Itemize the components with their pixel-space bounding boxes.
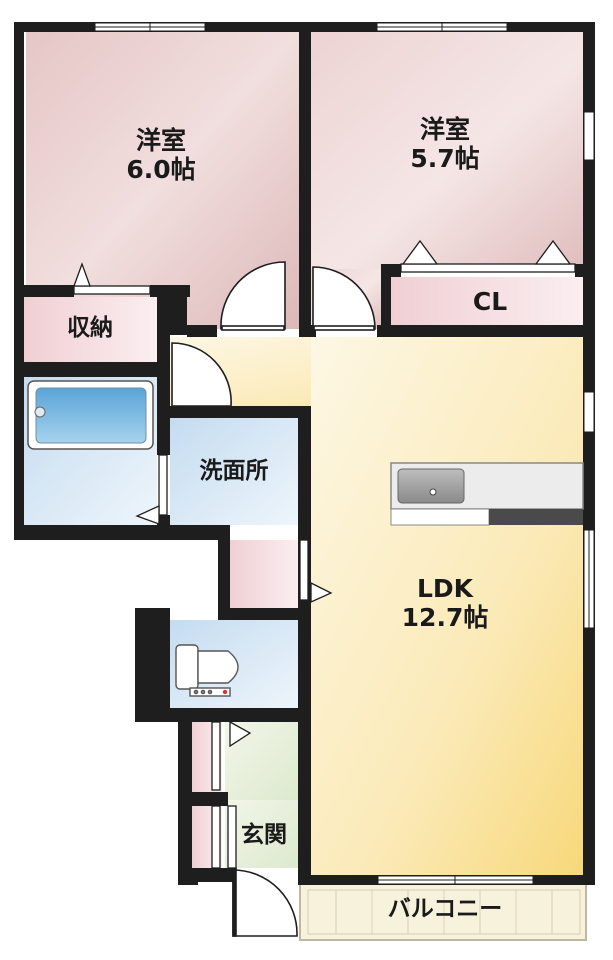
storage-label: 収納 bbox=[40, 315, 140, 341]
ldk-label: LDK 12.7帖 bbox=[380, 574, 510, 633]
storage bbox=[24, 297, 157, 362]
entrance-label: 玄関 bbox=[228, 822, 300, 848]
ldk-main bbox=[311, 337, 583, 875]
western-room-1-label: 洋室 6.0帖 bbox=[96, 126, 226, 185]
closet bbox=[391, 277, 583, 329]
ldk-name: LDK bbox=[416, 574, 474, 603]
western-room-1-name: 洋室 bbox=[135, 126, 186, 155]
western-room-2-size: 5.7帖 bbox=[410, 143, 480, 173]
kitchen-sink-icon bbox=[390, 462, 584, 526]
sliding-door-markers bbox=[73, 239, 576, 869]
entrance bbox=[225, 800, 298, 868]
washroom bbox=[170, 418, 298, 525]
western-room-2-name: 洋室 bbox=[419, 115, 470, 144]
door-swing-icon bbox=[171, 261, 376, 937]
storage-name: 収納 bbox=[67, 315, 113, 341]
balcony-name: バルコニー bbox=[387, 896, 503, 922]
washroom-label: 洗面所 bbox=[176, 458, 292, 484]
western-room-2-label: 洋室 5.7帖 bbox=[380, 115, 510, 174]
walls bbox=[14, 22, 595, 885]
ldk-size: 12.7帖 bbox=[401, 602, 489, 632]
hall-small bbox=[230, 540, 298, 608]
closet-name: CL bbox=[472, 287, 508, 316]
closet-label: CL bbox=[440, 287, 540, 317]
western-room-2 bbox=[311, 32, 583, 269]
bathtub-icon bbox=[27, 380, 154, 450]
balcony-label: バルコニー bbox=[340, 896, 550, 922]
western-room-1-size: 6.0帖 bbox=[126, 154, 196, 184]
window-icon bbox=[94, 22, 595, 885]
entrance-name: 玄関 bbox=[241, 822, 287, 848]
toilet-icon bbox=[175, 644, 239, 697]
washroom-name: 洗面所 bbox=[199, 458, 269, 484]
